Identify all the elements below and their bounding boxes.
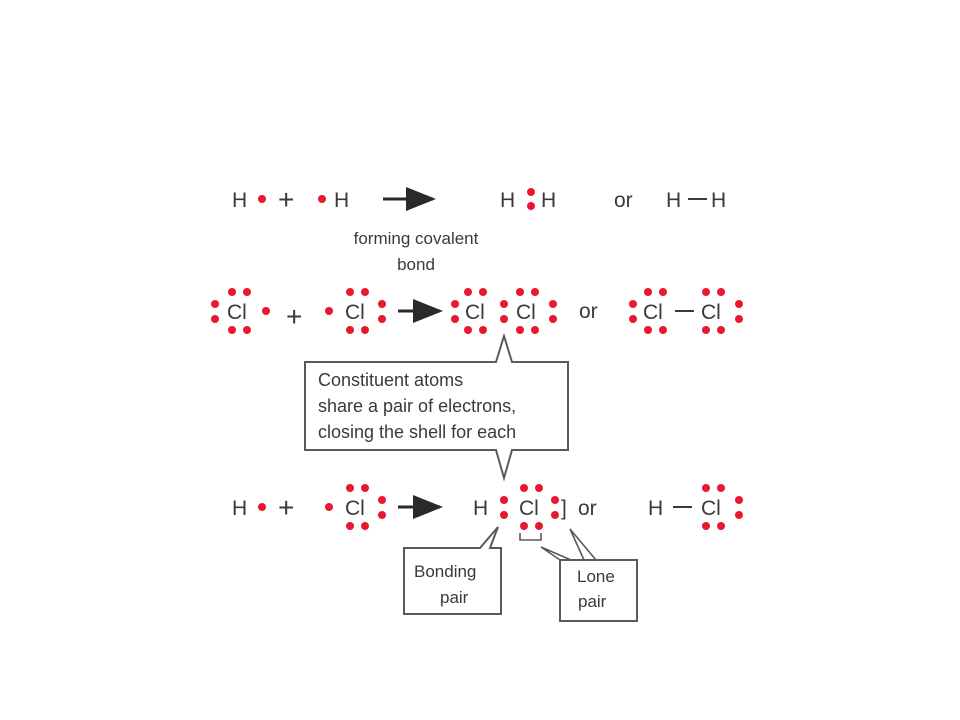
cl-atom-4: Cl — [516, 301, 536, 324]
electrons-cl — [325, 484, 386, 530]
electron-h1 — [258, 195, 266, 203]
h-atom-2: H — [334, 189, 349, 212]
h-atom-8: H — [473, 497, 488, 520]
electron-h2 — [318, 195, 326, 203]
or-label: or — [579, 300, 598, 323]
electrons-cl2 — [325, 288, 386, 334]
h-atom-3: H — [500, 189, 515, 212]
plus-sign: + — [278, 184, 294, 215]
bond-label: bond — [397, 255, 435, 274]
cl-atom-9: Cl — [701, 497, 721, 520]
row-chlorine: Cl + Cl Cl Cl or Cl Cl — [211, 288, 743, 334]
cl-atom-6: Cl — [701, 301, 721, 324]
electrons-h-cl-structural — [702, 484, 743, 530]
h-atom-5: H — [666, 189, 681, 212]
row-hydrogen: H + H H H or H H — [232, 184, 726, 215]
lone-pair-label: pair — [578, 592, 607, 611]
electrons-cl1 — [211, 288, 270, 334]
lone-pointer-b — [569, 528, 597, 561]
lone-pair-box — [559, 559, 638, 622]
cl-atom-7: Cl — [345, 497, 365, 520]
bonding-pair-box — [403, 526, 502, 615]
callout-line-2: share a pair of electrons, — [318, 396, 516, 416]
h-atom-4: H — [541, 189, 556, 212]
plus-sign: + — [286, 301, 302, 332]
electrons-cl2-molecule — [451, 288, 557, 334]
h-atom-7: H — [232, 497, 247, 520]
cl-atom-2: Cl — [345, 301, 365, 324]
pair-label: pair — [440, 588, 469, 607]
bracket-close: ] — [561, 497, 567, 520]
bonding-label: Bonding — [414, 562, 476, 581]
lone-label: Lone — [577, 567, 615, 586]
or-label: or — [578, 497, 597, 520]
forming-covalent-label: forming covalent — [354, 229, 479, 248]
callout-bonding-pair: Bonding pair — [403, 526, 502, 615]
row-hydrogen-chloride: H + Cl H Cl ] or H Cl — [232, 484, 743, 541]
plus-sign: + — [278, 492, 294, 523]
callout-line-3: closing the shell for each — [318, 422, 516, 442]
or-label: or — [614, 189, 633, 212]
h-atom-6: H — [711, 189, 726, 212]
cl-atom-1: Cl — [227, 301, 247, 324]
lone-pointer-a — [540, 546, 572, 561]
callout-lone-pair: Lone pair — [540, 528, 638, 622]
callout-shared-pair: Constituent atoms share a pair of electr… — [304, 332, 569, 482]
cl-atom-5: Cl — [643, 301, 663, 324]
h-atom-9: H — [648, 497, 663, 520]
lone-pair-bracket — [519, 533, 542, 541]
h-atom-1: H — [232, 189, 247, 212]
electrons-cl-cl-structural — [629, 288, 743, 334]
cl-atom-8: Cl — [519, 497, 539, 520]
electrons-hcl-molecule — [500, 484, 559, 530]
callout-box — [304, 332, 569, 482]
callout-line-1: Constituent atoms — [318, 370, 463, 390]
cl-atom-3: Cl — [465, 301, 485, 324]
electron-h — [258, 503, 266, 511]
shared-pair — [527, 188, 535, 210]
